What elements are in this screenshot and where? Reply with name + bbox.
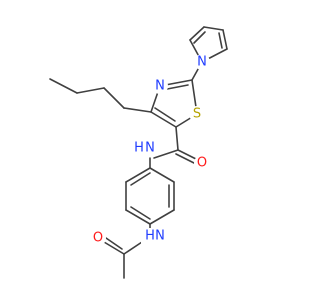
bond [123,107,152,113]
bond [49,78,78,94]
bond [175,153,195,164]
bond [150,111,177,128]
bond [149,209,175,225]
bond [153,149,179,159]
bond [103,241,125,255]
bond [177,149,197,160]
bond [103,87,125,109]
atom-o-amide: O [194,155,210,171]
atom-o-acetyl: O [90,230,106,246]
bond [189,26,205,41]
atom-label: O [93,231,103,246]
atom-nh-acetamide: H N [141,228,165,244]
atom-label: N [197,55,207,70]
atom-label: N [145,141,155,156]
atom-s-thiazole: S [189,106,205,122]
atom-n-pyrrole: N [194,54,210,70]
bond [203,26,224,31]
bond [125,209,151,225]
atom-n-thiazole: N [152,78,168,94]
bond [218,32,223,49]
bond [149,167,175,183]
atom-nh-amide: N H [132,140,156,156]
atom-label: H [145,229,155,244]
bond [222,29,228,50]
bond [175,126,179,151]
atom-label: H [134,141,144,156]
bond [105,237,123,250]
atom-label: O [197,156,207,171]
molecule-structure: N N S O N H H N O [49,26,228,279]
atom-labels: N N S O N H H N O [90,54,210,246]
atom-label: N [155,79,165,94]
bond [130,206,151,220]
bond [76,87,105,94]
atom-label: S [193,107,201,122]
bond [154,107,176,122]
atom-label: N [155,229,165,244]
bond [130,172,151,186]
bond [123,241,143,255]
bond [125,167,151,183]
bond [193,31,206,44]
